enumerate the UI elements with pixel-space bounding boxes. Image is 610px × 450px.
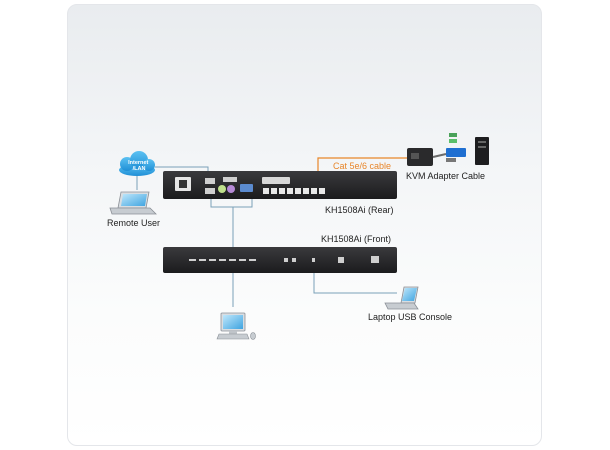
cloud-label-line1: Internet — [128, 160, 148, 166]
rear-rj45-ports — [263, 188, 325, 194]
cloud-label: Internet /LAN — [128, 160, 150, 172]
cloud-icon: Internet /LAN — [119, 151, 155, 176]
diagram-card — [67, 4, 542, 446]
kvm-adapter-label: KVM Adapter Cable — [406, 171, 486, 181]
cloud-label-line2: /LAN — [133, 166, 146, 172]
desktop-pc-icon — [475, 137, 489, 165]
kvm-adapter-icon — [407, 133, 466, 166]
kh1508ai-rear-unit — [163, 171, 397, 199]
remote-user-laptop-icon — [109, 191, 157, 215]
rear-unit-label: KH1508Ai (Rear) — [325, 205, 394, 215]
laptop-usb-console-icon — [384, 286, 419, 310]
remote-user-label: Remote User — [107, 218, 161, 228]
front-unit-label: KH1508Ai (Front) — [321, 234, 392, 244]
line-rear-console — [210, 198, 253, 208]
line-front-to-laptop — [313, 268, 397, 294]
kh1508ai-front-unit — [163, 247, 397, 273]
laptop-console-label: Laptop USB Console — [368, 312, 453, 322]
local-pc-monitor-icon — [216, 312, 256, 340]
cat-cable-label: Cat 5e/6 cable — [333, 161, 392, 171]
